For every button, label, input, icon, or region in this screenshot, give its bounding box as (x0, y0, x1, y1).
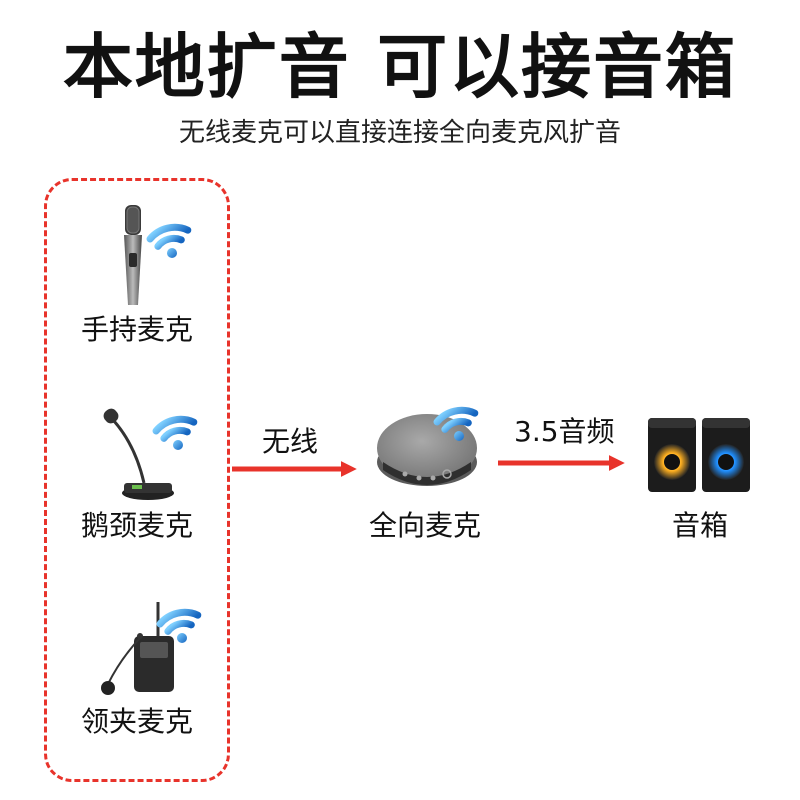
mic-group-box (44, 178, 230, 782)
lavalier-mic-label: 领夹麦克 (80, 705, 193, 738)
speaker-icon (648, 418, 750, 492)
omni-mic-icon (377, 406, 479, 486)
omni-mic-label: 全向麦克 (368, 509, 481, 542)
gooseneck-mic-label: 鹅颈麦克 (80, 509, 193, 542)
arrow-right-icon (498, 454, 625, 472)
page-title: 本地扩音 可以接音箱 (62, 26, 738, 108)
arrow-right-icon (232, 460, 357, 478)
wifi-icon (433, 406, 479, 441)
wifi-icon (156, 608, 202, 643)
handheld-mic-label: 手持麦克 (80, 313, 193, 346)
speaker-label: 音箱 (671, 509, 728, 542)
page-subtitle: 无线麦克可以直接连接全向麦克风扩音 (178, 118, 621, 148)
lavalier-mic-icon (101, 602, 202, 695)
gooseneck-mic-icon (103, 408, 198, 500)
handheld-mic-icon (124, 205, 192, 305)
arrow1-label: 无线 (262, 425, 319, 458)
wifi-icon (152, 415, 198, 450)
arrow2-label: 3.5音频 (514, 415, 615, 448)
wifi-icon (146, 223, 192, 258)
